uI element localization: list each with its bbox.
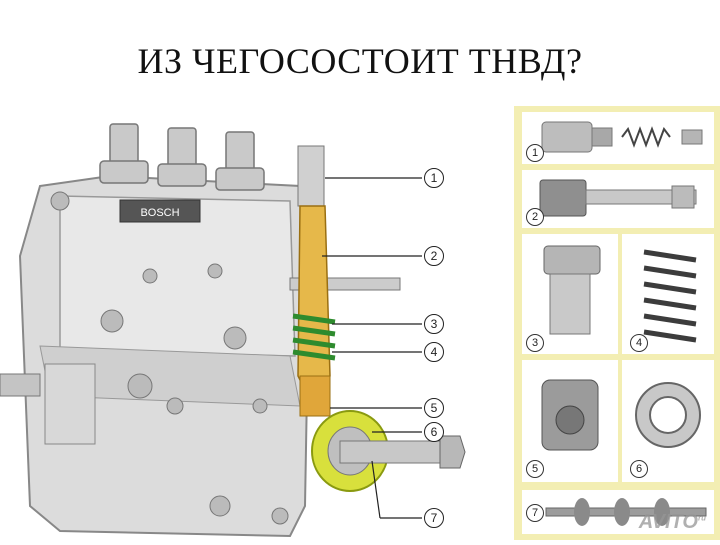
watermark: AVITOru <box>638 511 706 533</box>
parts-panel: 1 2 3 4 5 <box>514 106 720 540</box>
part-number-1: 1 <box>526 144 544 162</box>
pump-drawing: BOSCH <box>0 123 466 538</box>
part-number-3: 3 <box>526 334 544 352</box>
brand-plate-text: BOSCH <box>140 207 179 219</box>
part-number-6: 6 <box>630 460 648 478</box>
part-tile-1: 1 <box>522 112 714 164</box>
callout-1: 1 <box>424 168 444 188</box>
delivery-valve-image <box>541 121 703 153</box>
callout-3: 3 <box>424 314 444 334</box>
part-tile-5: 5 <box>522 360 618 482</box>
callout-6: 6 <box>424 422 444 442</box>
callout-4: 4 <box>424 342 444 362</box>
part-tile-4: 4 <box>622 234 714 354</box>
callout-5: 5 <box>424 398 444 418</box>
part-number-4: 4 <box>630 334 648 352</box>
part-tile-6: 6 <box>622 360 714 482</box>
plunger-barrel-image <box>539 179 697 217</box>
callout-7: 7 <box>424 508 444 528</box>
slide-title: ИЗ ЧЕГОСОСТОИТ ТНВД? <box>137 41 583 81</box>
part-tile-2: 2 <box>522 170 714 228</box>
bearing-image <box>635 382 701 448</box>
part-number-7: 7 <box>526 504 544 522</box>
pump-illustration: BOSCH <box>0 106 510 540</box>
control-sleeve-image <box>543 245 601 335</box>
callout-2: 2 <box>424 246 444 266</box>
part-number-5: 5 <box>526 460 544 478</box>
plunger-spring-image <box>643 249 697 343</box>
part-number-2: 2 <box>526 208 544 226</box>
roller-tappet-image <box>541 379 599 451</box>
camshaft-image <box>545 498 707 526</box>
part-tile-3: 3 <box>522 234 618 354</box>
part-tile-7: 7 <box>522 490 714 534</box>
